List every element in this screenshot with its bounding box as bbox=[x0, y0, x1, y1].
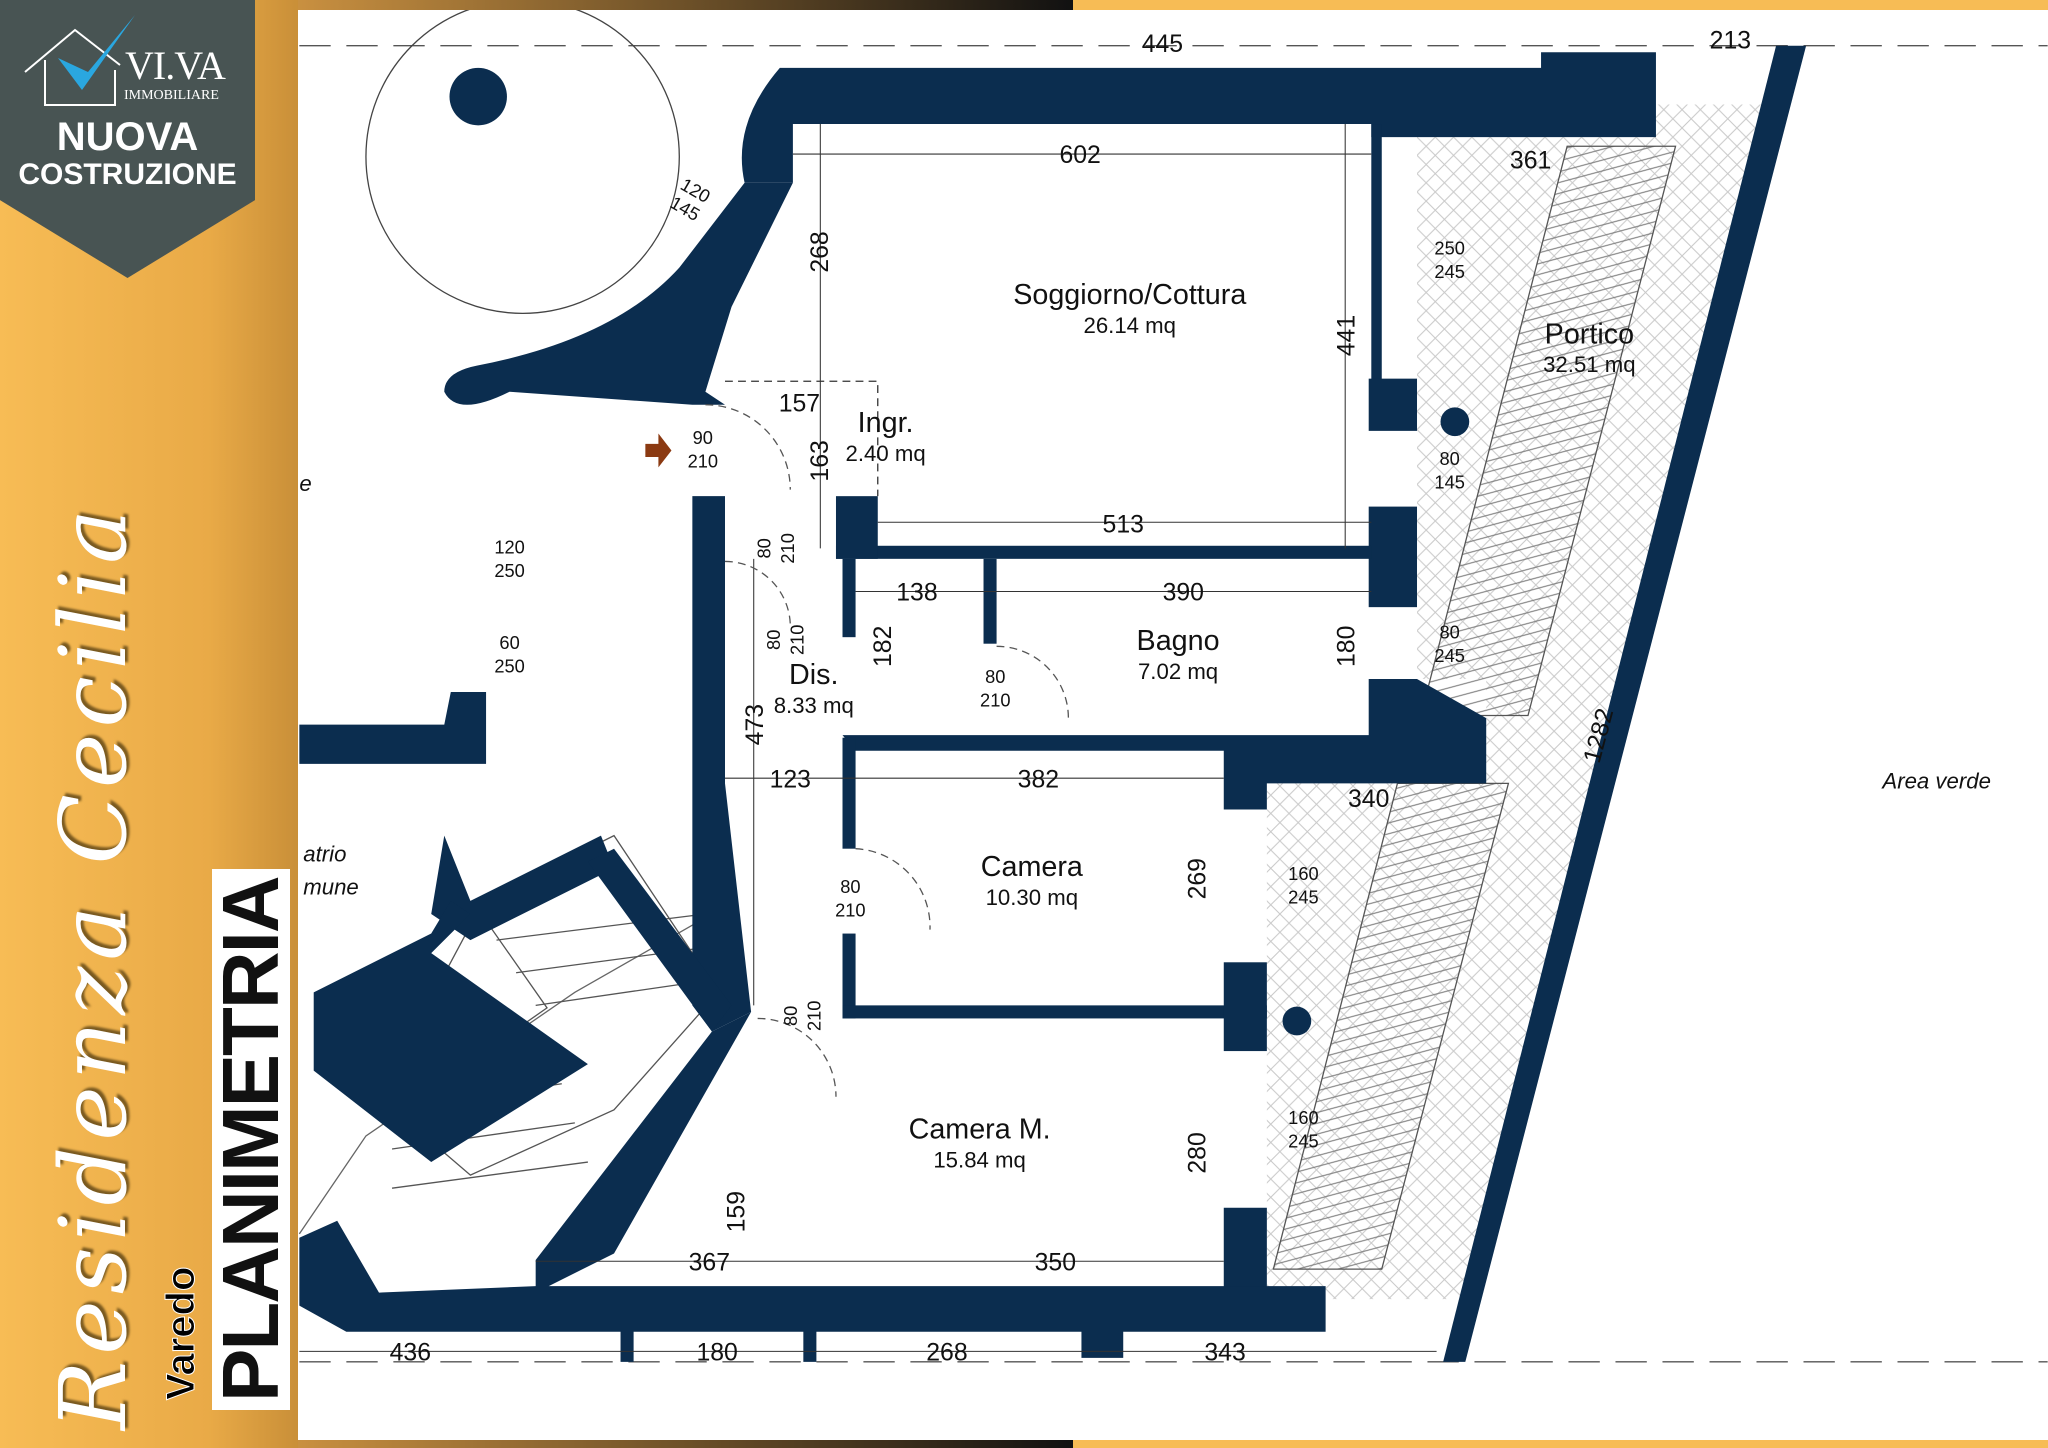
bottom-bar-dark bbox=[298, 1440, 1073, 1448]
dimension-label: 123 bbox=[770, 766, 811, 793]
opening-height: 250 bbox=[494, 655, 524, 676]
room-name: Camera bbox=[981, 851, 1083, 883]
opening-width: 250 bbox=[1434, 238, 1464, 259]
dimension-label: 350 bbox=[1035, 1249, 1076, 1276]
opening-width: 90 bbox=[693, 427, 713, 448]
walls bbox=[299, 45, 1807, 1362]
dimension-label: 269 bbox=[1184, 858, 1211, 899]
badge-line-2: COSTRUZIONE bbox=[18, 158, 237, 191]
room-name: Dis. bbox=[789, 659, 838, 691]
opening-width: 80 bbox=[763, 630, 784, 650]
dimension-label: 159 bbox=[724, 1191, 751, 1232]
camera-door-swing[interactable] bbox=[855, 848, 931, 930]
atrio-curve bbox=[365, 0, 680, 314]
opening-width: 80 bbox=[1439, 448, 1459, 469]
house-check-logo-icon bbox=[24, 15, 135, 106]
top-bar-dark bbox=[298, 0, 1073, 10]
opening-height: 210 bbox=[803, 1001, 824, 1031]
room-name: Portico bbox=[1545, 318, 1634, 350]
sidebar-banner: VI.VA IMMOBILIARE NUOVA COSTRUZIONE Resi… bbox=[0, 0, 298, 1448]
dimension-label: 513 bbox=[1103, 512, 1144, 539]
room-name: Ingr. bbox=[858, 407, 914, 439]
nuova-costruzione-badge: VI.VA IMMOBILIARE NUOVA COSTRUZIONE bbox=[0, 0, 255, 278]
opening-height: 210 bbox=[980, 689, 1010, 710]
room-name: Bagno bbox=[1137, 625, 1220, 657]
opening-height: 245 bbox=[1434, 645, 1464, 666]
dimension-label: 382 bbox=[1018, 766, 1059, 793]
area-verde-label: Area verde bbox=[1880, 769, 1991, 794]
dimension-label: 138 bbox=[896, 580, 937, 607]
atrio-label: mune bbox=[303, 874, 359, 899]
opening-height: 245 bbox=[1434, 261, 1464, 282]
dimension-label: 441 bbox=[1333, 315, 1360, 356]
opening-height: 210 bbox=[786, 625, 807, 655]
room-area: 15.84 mq bbox=[933, 1147, 1026, 1172]
dimension-label: 180 bbox=[1333, 626, 1360, 667]
opening-width: 60 bbox=[499, 632, 519, 653]
dimension-label: 436 bbox=[390, 1340, 431, 1367]
dimension-label: 361 bbox=[1510, 147, 1551, 174]
dimension-label: 268 bbox=[926, 1340, 967, 1367]
opening-width: 80 bbox=[754, 538, 775, 558]
opening-width: 160 bbox=[1288, 1107, 1318, 1128]
room-area: 10.30 mq bbox=[986, 885, 1079, 910]
dimension-label: 163 bbox=[807, 440, 834, 481]
opening-height: 210 bbox=[688, 450, 718, 471]
dimension-label: 180 bbox=[696, 1340, 737, 1367]
dimension-label: 157 bbox=[779, 390, 820, 417]
logo-subtitle: IMMOBILIARE bbox=[124, 88, 219, 103]
entrance-door-swing[interactable] bbox=[705, 404, 791, 490]
dimension-lines bbox=[299, 124, 1437, 1352]
opening-height: 210 bbox=[777, 533, 798, 563]
opening-width: 80 bbox=[1439, 621, 1459, 642]
page-title: PLANIMETRIA bbox=[206, 869, 295, 1410]
dimension-label: 182 bbox=[870, 626, 897, 667]
bottom-bar-gold bbox=[1073, 1440, 2048, 1448]
atrio-label: atrio bbox=[303, 842, 346, 867]
city-name: Varedo bbox=[159, 1266, 204, 1400]
camera-m-door-swing[interactable] bbox=[757, 1017, 837, 1097]
opening-width: 80 bbox=[780, 1006, 801, 1026]
opening-width: 80 bbox=[985, 666, 1005, 687]
opening-height: 245 bbox=[1288, 887, 1318, 908]
dimension-label: 340 bbox=[1348, 786, 1389, 813]
dimension-label: 343 bbox=[1204, 1340, 1245, 1367]
opening-height: 245 bbox=[1288, 1131, 1318, 1152]
opening-width: 160 bbox=[1288, 863, 1318, 884]
dimension-label: 280 bbox=[1184, 1132, 1211, 1173]
room-name: Camera M. bbox=[909, 1114, 1051, 1146]
dimension-label: 602 bbox=[1059, 142, 1100, 169]
logo-name: VI.VA bbox=[125, 43, 226, 88]
dimension-label: 473 bbox=[742, 704, 769, 745]
dimension-label: 213 bbox=[1710, 27, 1751, 54]
project-name: Residenza Cecilia bbox=[40, 503, 147, 1430]
dimension-label: 367 bbox=[689, 1249, 730, 1276]
opening-width: 80 bbox=[840, 876, 860, 897]
room-area: 2.40 mq bbox=[846, 441, 926, 466]
dimension-label: 445 bbox=[1142, 31, 1183, 58]
portico-planter-1 bbox=[1420, 145, 1677, 717]
room-area: 7.02 mq bbox=[1138, 659, 1218, 684]
opening-width: 120 bbox=[494, 537, 524, 558]
top-bar-gold bbox=[1073, 0, 2048, 10]
opening-height: 210 bbox=[835, 900, 865, 921]
room-area: 32.51 mq bbox=[1543, 352, 1636, 377]
bagno-door-swing[interactable] bbox=[996, 645, 1070, 719]
opening-height: 250 bbox=[494, 560, 524, 581]
room-area: 26.14 mq bbox=[1084, 313, 1177, 338]
opening-height: 145 bbox=[1434, 471, 1464, 492]
room-area: 8.33 mq bbox=[774, 693, 854, 718]
dimension-label: 390 bbox=[1163, 580, 1204, 607]
room-name: Soggiorno/Cottura bbox=[1013, 279, 1246, 311]
dimension-label: 268 bbox=[807, 231, 834, 272]
badge-line-1: NUOVA bbox=[56, 115, 199, 159]
partial-label: e bbox=[299, 471, 311, 496]
